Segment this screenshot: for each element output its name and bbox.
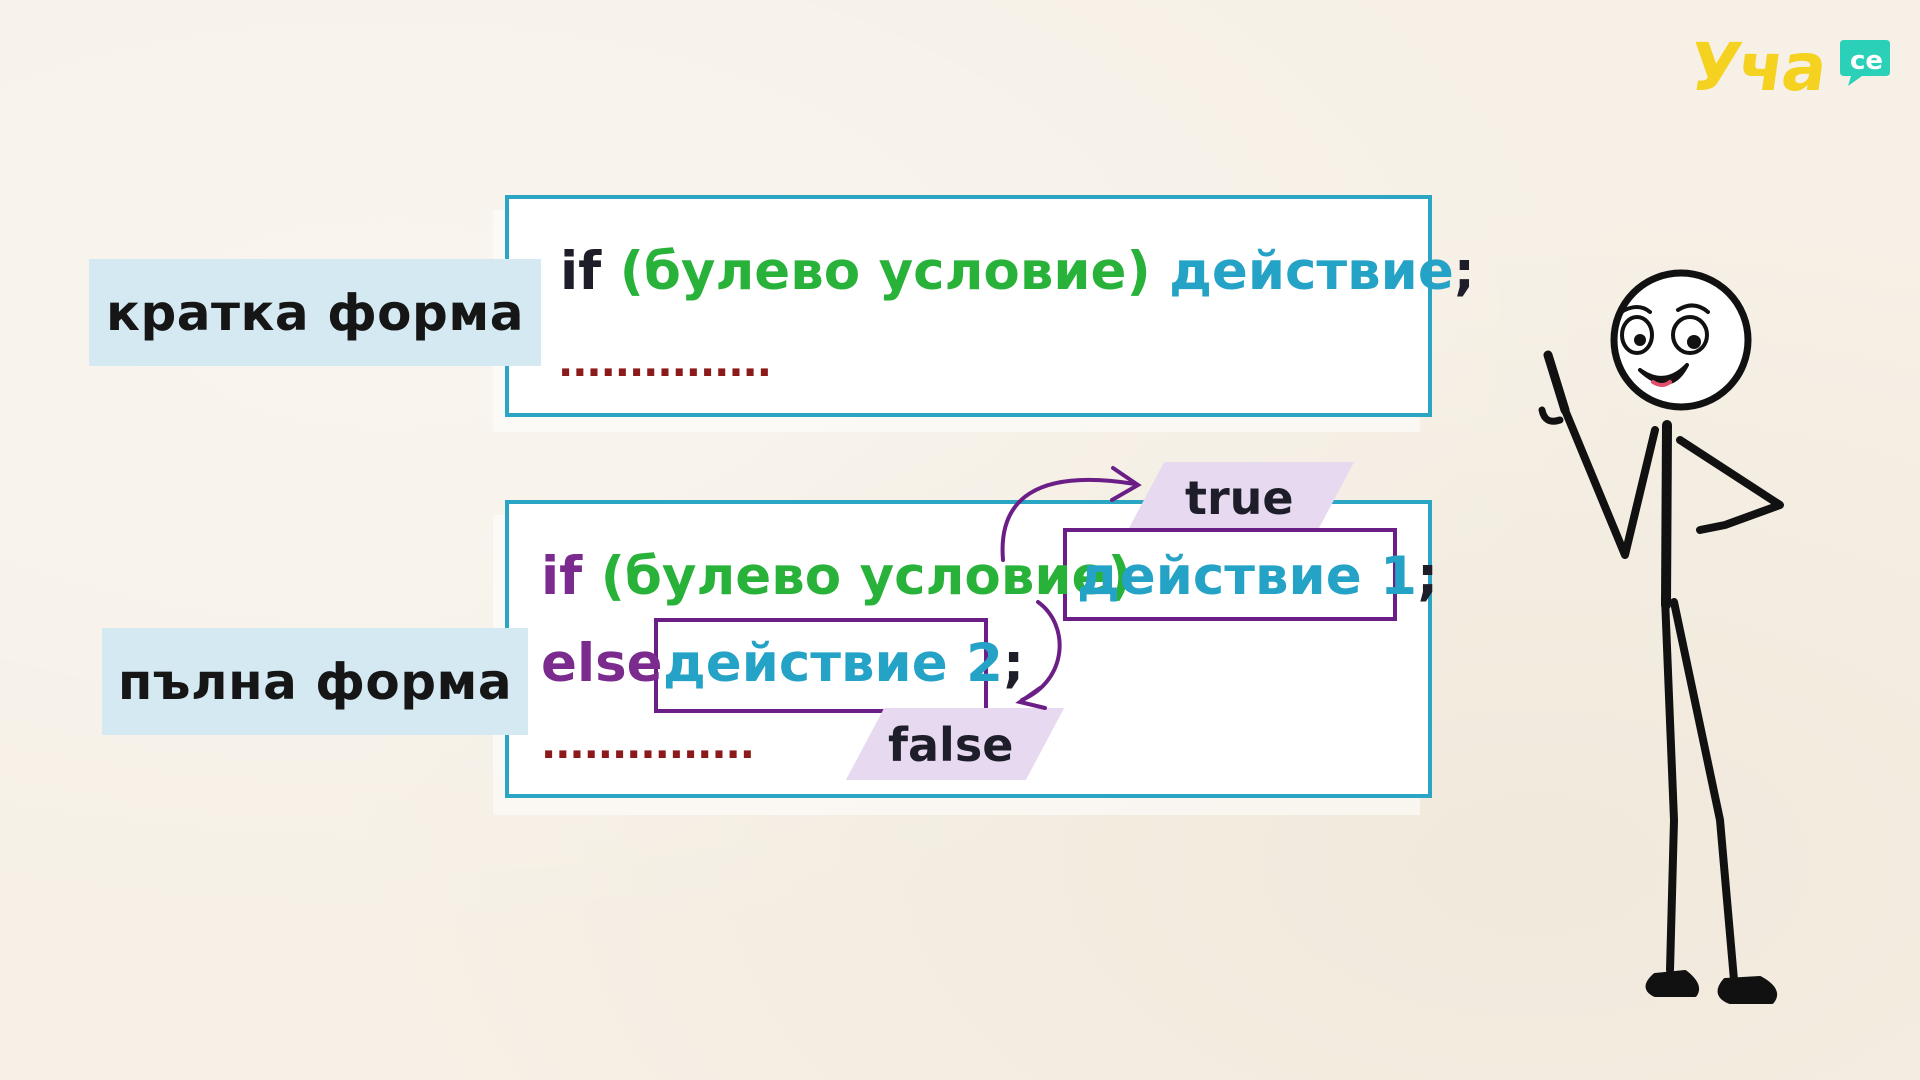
action-1: действие 1; <box>1077 546 1439 607</box>
false-arrow-icon <box>1020 600 1062 702</box>
uchase-logo: Уча се <box>1685 28 1900 108</box>
stick-figure-pointing-icon <box>1538 269 1784 1004</box>
action-1-frame <box>1063 528 1397 621</box>
action-2-frame <box>654 618 988 713</box>
terminator: ; <box>1453 241 1475 302</box>
action-2: действие 2; <box>663 633 1025 694</box>
boolean-condition: (булево условие) <box>600 546 1132 607</box>
short-form-code-line: if (булево условие) действие; <box>560 245 1475 298</box>
speech-bubble-icon <box>1840 40 1890 86</box>
full-form-else-keyword: else <box>541 633 663 694</box>
full-form-ellipsis: ............... <box>541 722 755 768</box>
full-form-if-line: if (булево условие) <box>541 550 1132 603</box>
short-form-code-box <box>505 195 1432 417</box>
logo-badge-text: се <box>1850 46 1884 76</box>
full-form-label: пълна форма <box>102 628 528 735</box>
if-keyword: if <box>560 241 602 302</box>
action: действие <box>1169 241 1454 302</box>
short-form-ellipsis: ............... <box>558 340 772 386</box>
short-form-label: кратка форма <box>89 259 541 366</box>
true-tag: true <box>1185 471 1294 525</box>
true-arrow-icon <box>1000 478 1137 562</box>
boolean-condition: (булево условие) <box>619 241 1151 302</box>
if-keyword: if <box>541 546 583 607</box>
false-tag: false <box>888 718 1014 772</box>
